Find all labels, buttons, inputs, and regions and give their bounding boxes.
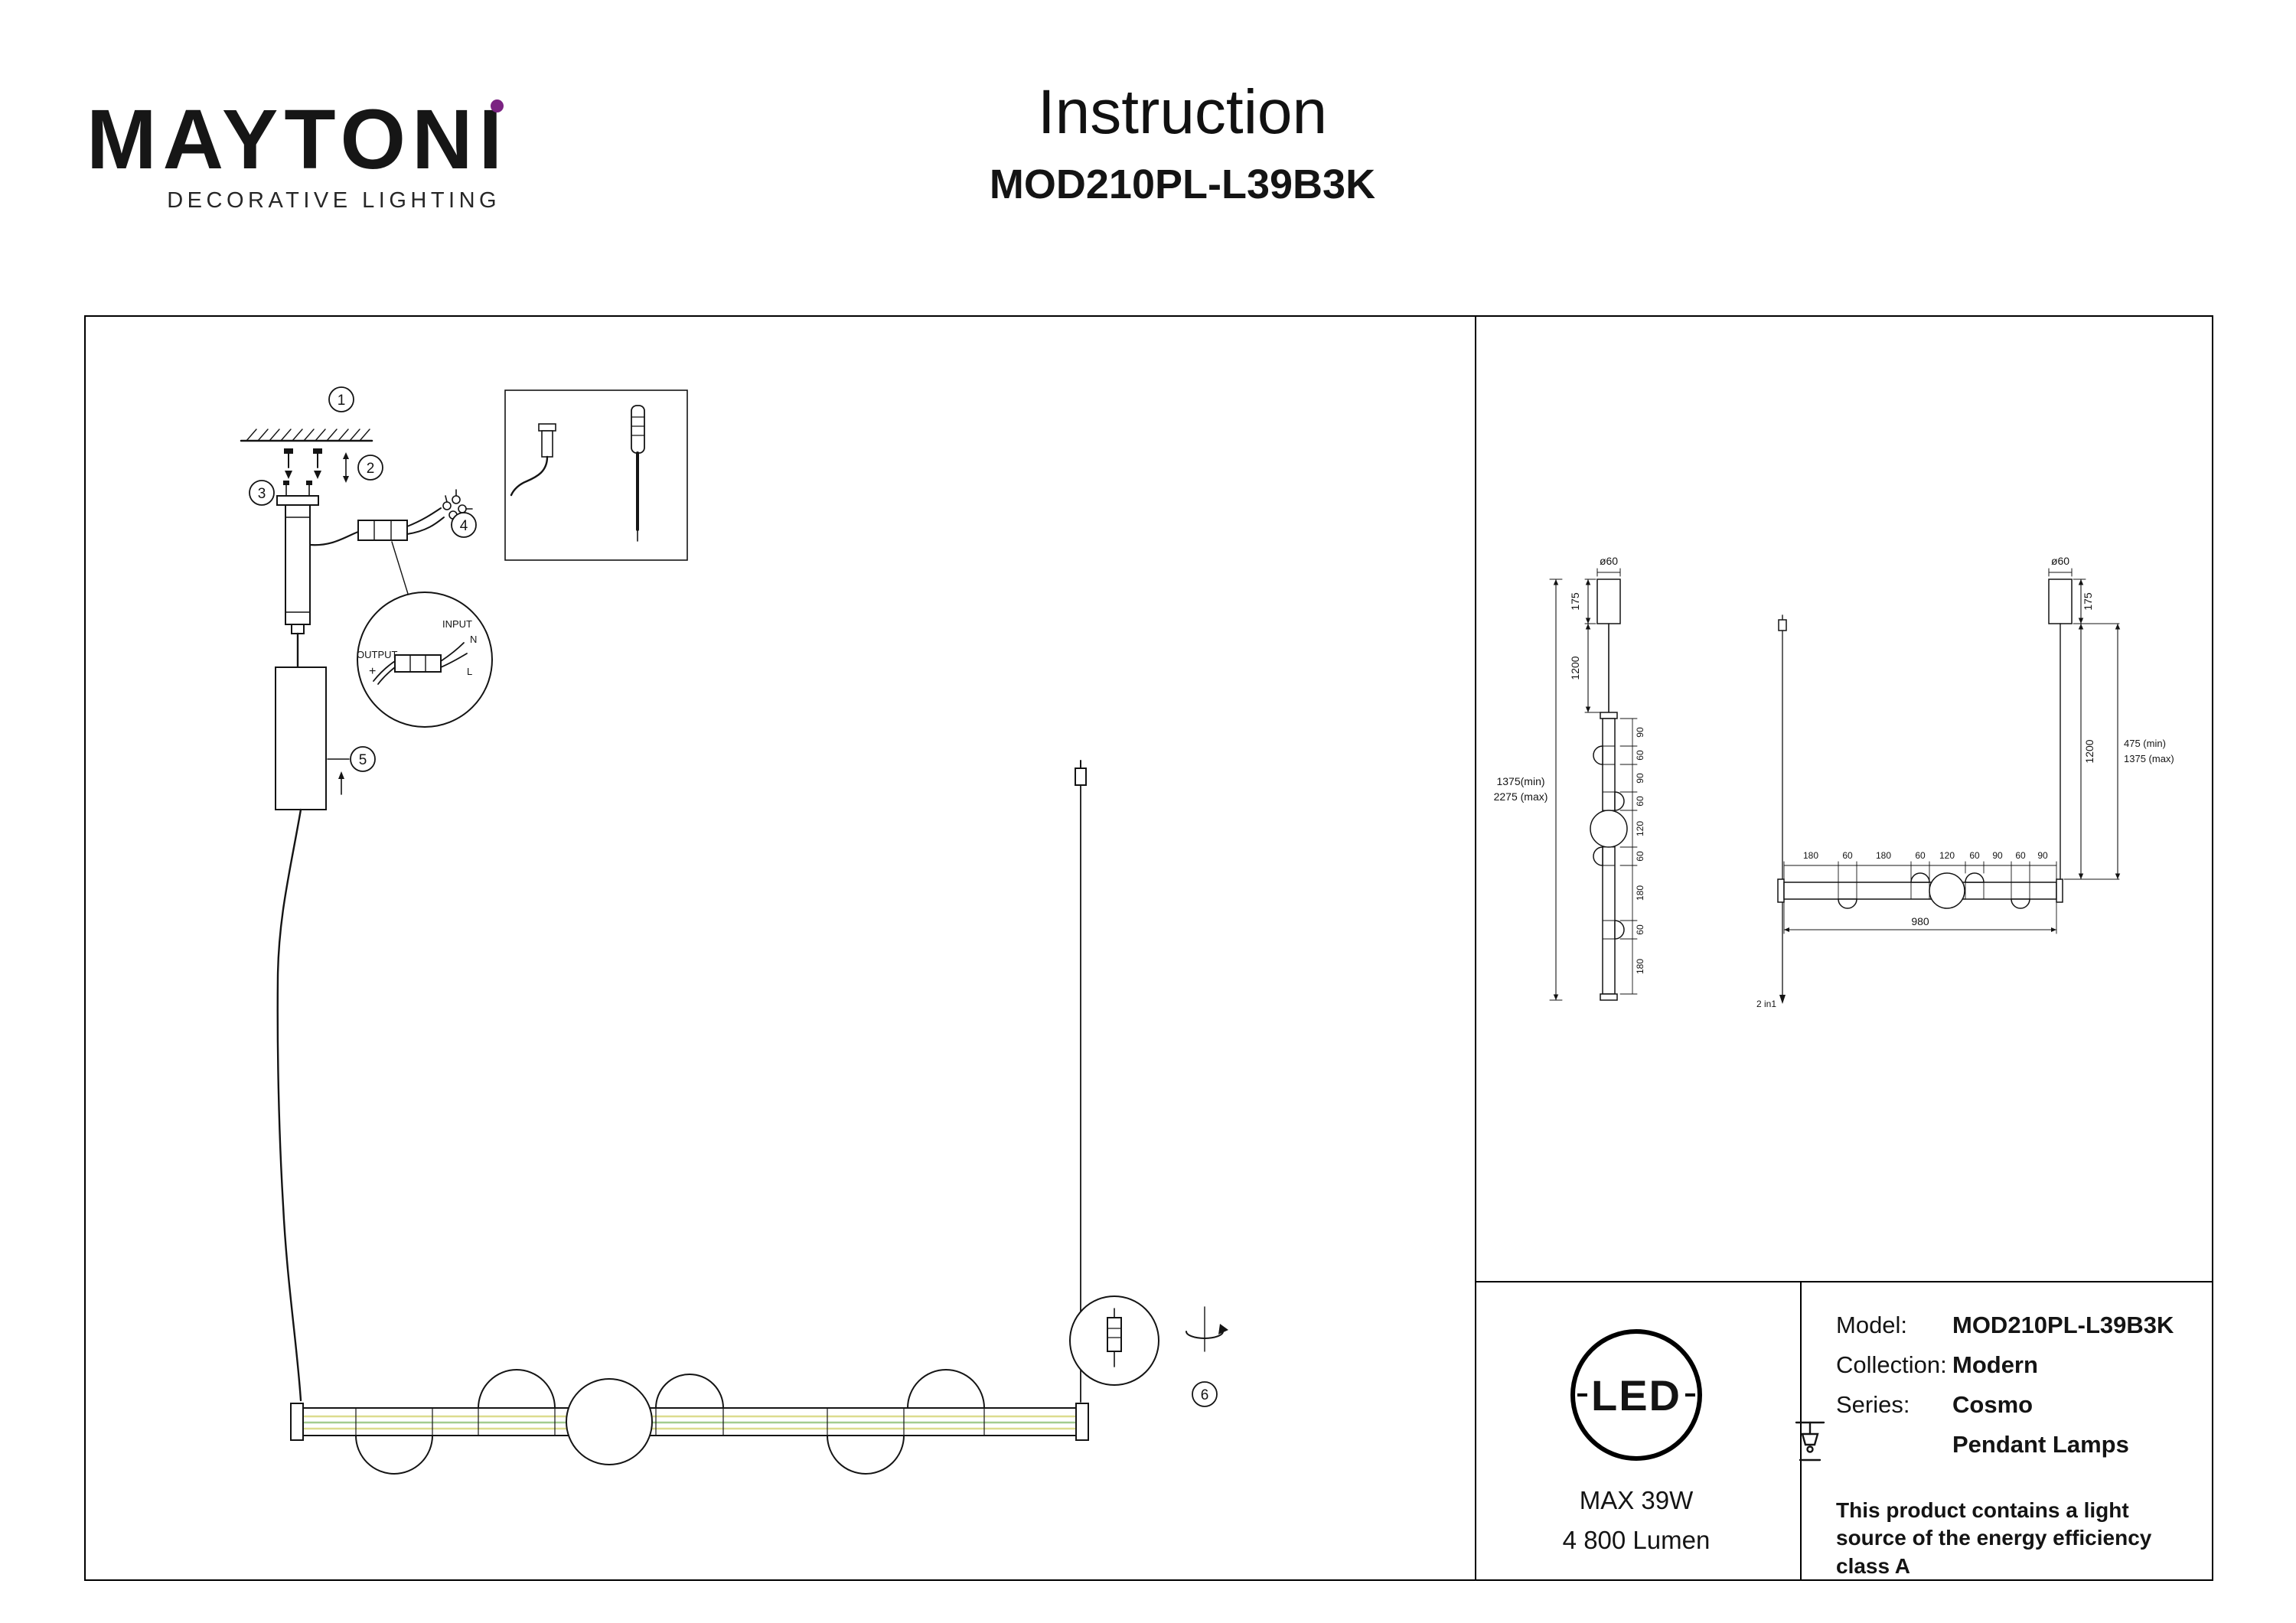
brand-name-main: MAYTON <box>86 93 479 187</box>
dim-v-seg-1: 90 <box>1635 727 1645 738</box>
wiring-input-label: INPUT <box>442 618 472 630</box>
horizontal-dimension-view <box>1777 568 2121 1004</box>
screwdriver-icon <box>631 405 645 542</box>
wiring-n-label: N <box>470 634 477 645</box>
pendant-lamp-icon <box>1795 1421 1825 1462</box>
luminous-flux: 4 800 Lumen <box>1562 1526 1711 1554</box>
dim-h-seg-6: 60 <box>1969 850 1980 861</box>
spec-row-model: Model: MOD210PL-L39B3K <box>1836 1312 2203 1339</box>
dim-v-canopy-height: 175 <box>1569 592 1581 611</box>
page-title: Instruction <box>1037 77 1328 147</box>
dim-v-seg-8: 60 <box>1635 924 1645 935</box>
dim-v-seg-7: 180 <box>1635 885 1645 901</box>
dim-v-seg-6: 60 <box>1635 851 1645 862</box>
wire-connector <box>357 489 473 595</box>
dim-h-seg-3: 180 <box>1876 850 1891 861</box>
dim-v-seg-4: 60 <box>1635 796 1645 807</box>
dim-h-lamp-width: 980 <box>1911 915 1929 927</box>
dim-h-seg-8: 60 <box>2015 850 2026 861</box>
mounting-screws <box>284 448 349 483</box>
dim-h-diameter: ø60 <box>2051 555 2069 567</box>
dim-v-seg-9: 180 <box>1635 959 1645 974</box>
connector-cable <box>510 455 549 497</box>
logo-dot-icon <box>491 99 504 112</box>
dim-v-cable-length: 1200 <box>1569 656 1581 680</box>
canopy <box>276 481 360 669</box>
led-line-left-icon <box>1577 1393 1587 1396</box>
step-badges <box>249 386 1218 1407</box>
dim-v-overall-min: 1375(min) <box>1496 775 1544 787</box>
wiring-output-label: OUTPUT <box>357 649 398 660</box>
model-value: MOD210PL-L39B3K <box>1952 1312 2174 1338</box>
model-label: Model: <box>1836 1312 1908 1338</box>
series-label: Series: <box>1836 1391 1910 1418</box>
spec-row-collection: Collection:Modern <box>1836 1351 2203 1379</box>
brand-name: MAYTONI <box>86 98 508 182</box>
dim-h-seg-1: 180 <box>1803 850 1818 861</box>
dim-h-drop-min: 475 (min) <box>2124 738 2166 749</box>
title-block: Instruction MOD210PL-L39B3K <box>838 77 1527 208</box>
pendant-lamp <box>290 1369 1089 1475</box>
driver-box <box>275 666 350 810</box>
suspension-cable-left <box>276 808 302 1402</box>
spec-row-series: Series: Cosmo <box>1836 1391 2203 1419</box>
dim-h-cable-length: 1200 <box>2083 739 2095 763</box>
dim-v-seg-3: 90 <box>1635 773 1645 784</box>
panel-divider-horizontal <box>1475 1281 2212 1282</box>
collection-label: Collection: <box>1836 1351 1947 1378</box>
product-specs: Model:MOD210PL-L39B3K Collection:Modern … <box>1836 1312 2203 1579</box>
dim-v-diameter: ø60 <box>1600 555 1618 567</box>
series-value: Cosmo <box>1952 1391 2033 1418</box>
step-3-badge: 3 <box>258 486 266 502</box>
step-5-badge: 5 <box>359 752 367 768</box>
energy-class-note: This product contains a light source of … <box>1836 1498 2152 1578</box>
spec-divider-vertical <box>1800 1281 1802 1579</box>
tools-inset <box>504 389 688 561</box>
rotation-indicator-icon <box>1186 1306 1228 1352</box>
led-label: LED <box>1591 1370 1681 1419</box>
step-2-badge: 2 <box>367 461 375 477</box>
suspension-cable-right <box>1075 760 1087 1403</box>
collection-value: Modern <box>1952 1351 2038 1378</box>
type-value: Pendant Lamps <box>1952 1431 2129 1458</box>
dimensions-diagram: ø60 175 1200 1375(min) 2275 (max) 90 60 … <box>1494 555 2174 1009</box>
dim-h-seg-4: 60 <box>1915 850 1926 861</box>
instruction-sheet: 1 2 3 4 5 6 INPUT N OUTPUT + L <box>84 315 2213 1581</box>
dim-v-overall-max: 2275 (max) <box>1494 790 1548 803</box>
dim-h-canopy-height: 175 <box>2082 592 2094 611</box>
led-badge: LED <box>1570 1329 1702 1461</box>
max-power: MAX 39W <box>1579 1486 1694 1514</box>
led-line-right-icon <box>1685 1393 1695 1396</box>
dim-h-cable-note: 2 in1 <box>1756 999 1776 1009</box>
ceiling-hatch <box>240 429 373 442</box>
wiring-l-label: L <box>467 666 472 677</box>
dim-h-seg-7: 90 <box>1992 850 2003 861</box>
installation-diagram: 1 2 3 4 5 6 INPUT N OUTPUT + L <box>240 386 1228 1475</box>
dim-h-seg-5: 120 <box>1939 850 1955 861</box>
dim-h-drop-max: 1375 (max) <box>2124 753 2174 764</box>
model-number: MOD210PL-L39B3K <box>989 161 1376 207</box>
vertical-dimension-view <box>1549 568 1638 1001</box>
step-6-badge: 6 <box>1201 1387 1209 1403</box>
cable-adjuster-detail <box>1069 1295 1159 1386</box>
spec-row-type: Pendant Lamps <box>1836 1431 2203 1458</box>
panel-divider-vertical <box>1475 317 1476 1579</box>
step-1-badge: 1 <box>338 393 346 409</box>
dim-h-seg-2: 60 <box>1842 850 1853 861</box>
wiring-detail-circle <box>357 592 493 728</box>
dim-v-seg-2: 60 <box>1635 750 1645 761</box>
dim-h-seg-9: 90 <box>2037 850 2048 861</box>
step-4-badge: 4 <box>460 518 468 534</box>
brand-logo: MAYTONI DECORATIVE LIGHTING <box>86 98 508 213</box>
brand-tagline: DECORATIVE LIGHTING <box>167 188 501 213</box>
wiring-plus-label: + <box>369 665 376 678</box>
dim-v-seg-5: 120 <box>1635 821 1645 836</box>
